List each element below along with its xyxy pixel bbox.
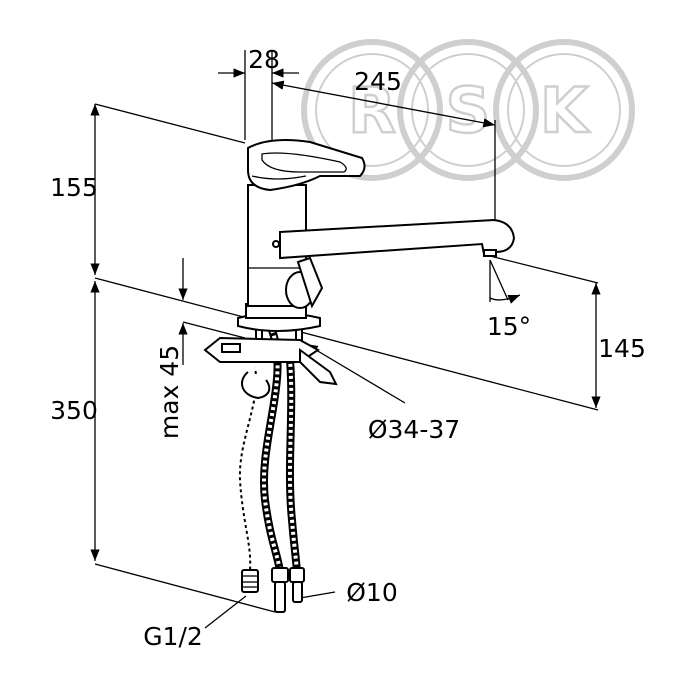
mounting-bracket: [203, 336, 338, 400]
dim-hole-diameter: Ø34-37: [368, 415, 460, 444]
dim-max-deck-thickness: max 45: [155, 345, 184, 439]
dim-spout-reach: 245: [354, 67, 402, 96]
hose-ends: [241, 567, 305, 613]
spout: [279, 218, 516, 260]
flex-hoses: [237, 328, 301, 573]
dim-hose-diameter: Ø10: [346, 578, 398, 607]
watermark-letter-k: K: [540, 74, 590, 147]
watermark-letter-s: S: [446, 74, 491, 147]
dim-spout-height: 145: [598, 334, 646, 363]
dim-below-deck-length: 350: [50, 396, 98, 425]
dim-swivel-angle: 15°: [487, 312, 531, 341]
lever-handle: [247, 139, 366, 192]
dimension-lines: [90, 50, 601, 629]
diverter-knob: [285, 256, 324, 309]
dim-thread: G1/2: [143, 622, 203, 651]
dim-body-width: 28: [248, 45, 280, 74]
faucet-base: [237, 303, 321, 332]
dim-height-above-deck: 155: [50, 173, 98, 202]
faucet-illustration: [203, 139, 516, 613]
